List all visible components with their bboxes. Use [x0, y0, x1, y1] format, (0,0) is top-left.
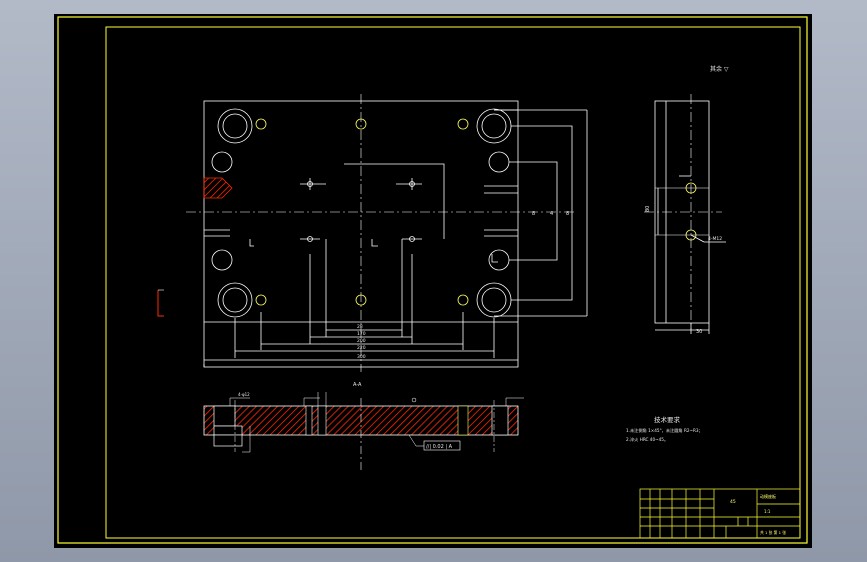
outer-frame — [57, 16, 808, 544]
roughness-note: 其余 ▽ — [710, 65, 729, 73]
title-scale: 1:1 — [764, 509, 771, 514]
side-dim-width: 30 — [696, 329, 702, 335]
side-callout: 4-M12 — [708, 236, 722, 242]
section-view — [203, 392, 524, 470]
drawing-sheet: 其余 ▽ — [54, 14, 812, 548]
section-arrow-left — [157, 290, 164, 317]
plan-dim-1: 170 — [357, 331, 366, 337]
cad-drawing: 其余 ▽ — [57, 16, 808, 544]
plan-dim-0: 28 — [357, 324, 363, 330]
plan-dim-2: 200 — [357, 338, 366, 344]
tech-req-line-2: 2.淬火 HRC 40~45。 — [626, 436, 668, 443]
tech-req-title: 技术要求 — [654, 415, 681, 424]
section-callout: 4-φ12 — [238, 392, 250, 397]
inner-frame — [105, 26, 801, 539]
plan-hatch — [203, 177, 233, 199]
section-label: A-A — [353, 382, 362, 388]
plan-view — [186, 94, 588, 372]
tech-req-line-1: 1.未注倒角 1×45°，未注圆角 R2~R3； — [626, 427, 703, 434]
title-part-name: 动模座板 — [760, 493, 776, 499]
title-material: 45 — [730, 499, 736, 505]
flatness-tolerance: //| 0.02 | A — [426, 444, 453, 450]
title-sheet: 共 1 张 第 1 张 — [760, 530, 786, 535]
plan-side-dim-1: 4 — [550, 211, 553, 217]
title-block — [639, 488, 801, 539]
plan-dim-3: 220 — [357, 345, 366, 351]
side-view — [644, 94, 726, 334]
plan-side-dim-2: 8 — [566, 211, 569, 217]
plan-side-dim-0: 8 — [532, 211, 535, 217]
plan-dim-4: 300 — [357, 354, 366, 360]
side-dim-height: 80 — [645, 206, 651, 212]
